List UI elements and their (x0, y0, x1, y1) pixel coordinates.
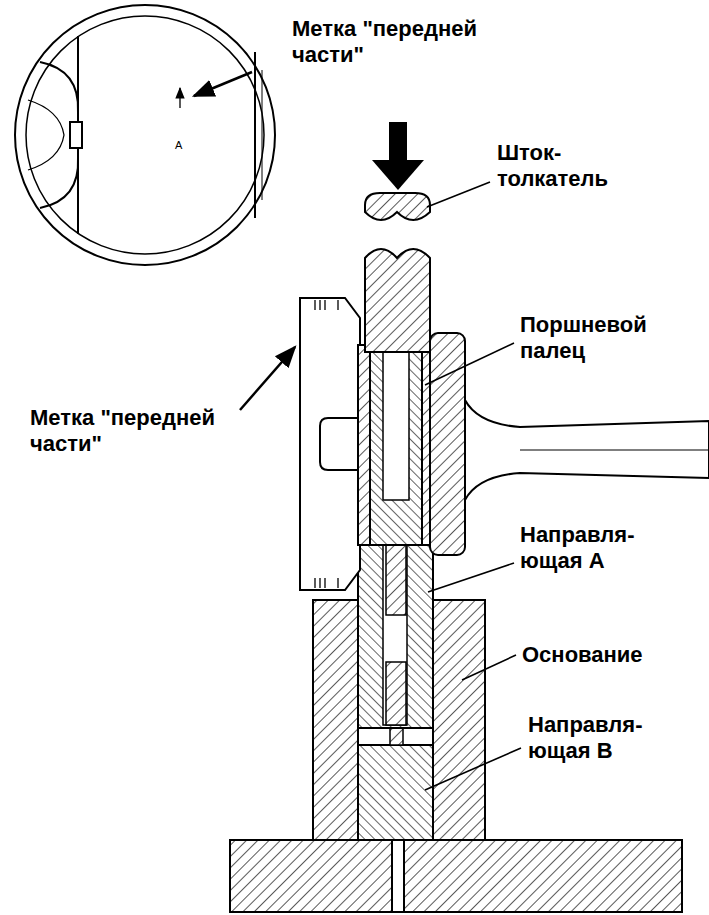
piston-pin (370, 352, 422, 545)
leader-arrow (194, 72, 252, 96)
connecting-rod (430, 333, 709, 555)
bottom-plate (230, 840, 682, 912)
piston-top-view (15, 5, 275, 265)
piston-mark: A (175, 140, 195, 151)
force-arrow (372, 122, 424, 190)
pusher-rod-cap (365, 193, 430, 220)
leader-arrow (240, 347, 295, 410)
part-label: Направля-ющая B (528, 712, 678, 765)
part-label: Поршневой палец (520, 312, 700, 365)
part-label: Направля-ющая A (520, 522, 670, 575)
guide-b-stem (390, 728, 403, 745)
part-label: Метка "передней части" (30, 405, 260, 458)
guide-b (358, 745, 433, 840)
part-label: Основание (522, 642, 702, 668)
part-label: Метка "передней части" (292, 16, 542, 69)
pusher-rod (365, 249, 430, 352)
leader-lines (425, 182, 521, 790)
part-label: Шток-толкатель (497, 140, 627, 193)
